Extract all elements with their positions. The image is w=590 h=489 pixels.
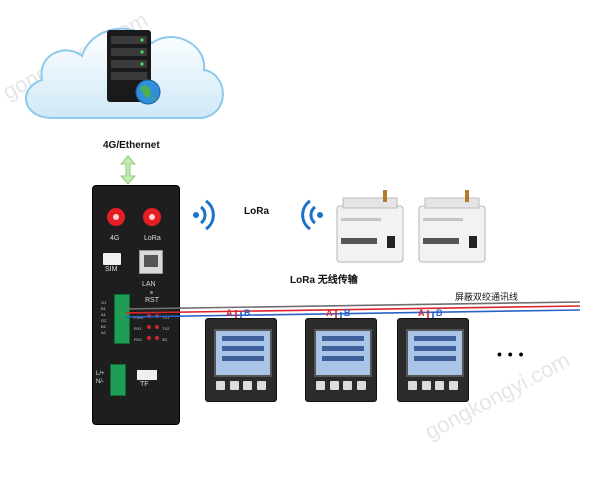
lora-module-1	[336, 190, 404, 263]
meter-screen	[314, 329, 372, 377]
wire-a-label: A	[418, 308, 425, 318]
bus-wire-b	[125, 309, 581, 318]
wireless-signal-icon	[301, 199, 323, 231]
sim-label: SIM	[105, 266, 118, 273]
bidirectional-arrow-icon	[119, 155, 137, 185]
antenna-lora-label: LoRa	[144, 235, 161, 242]
lora-label: LoRa	[244, 206, 269, 217]
power-terminal-block	[110, 364, 126, 396]
rs485-terminal-block	[114, 294, 130, 344]
lora-module-2	[418, 190, 486, 263]
power-labels: L/+ N/-	[96, 371, 105, 385]
wire-b-label: B	[344, 308, 351, 318]
lan-label: LAN	[142, 281, 156, 288]
meter-buttons	[408, 381, 458, 391]
tf-label: TF	[140, 381, 149, 388]
wire-b-label: B	[436, 308, 443, 318]
lora-caption: LoRa 无线传输	[290, 275, 358, 286]
wireless-signal-icon	[193, 199, 215, 231]
bus-wire-a	[125, 305, 581, 314]
power-meter	[305, 318, 377, 402]
meter-screen	[214, 329, 272, 377]
tf-card-slot	[137, 370, 157, 380]
bus-caption: 屏蔽双绞通讯线	[455, 292, 519, 302]
power-meter	[397, 318, 469, 402]
terminal-labels: G1 B1 A1 G2 B2 A2	[101, 300, 107, 335]
meter-buttons	[316, 381, 366, 391]
power-meter	[205, 318, 277, 402]
wire-a-label: A	[326, 308, 333, 318]
antenna-4g-label: 4G	[110, 235, 120, 242]
gateway-device	[92, 185, 180, 425]
lan-port	[139, 250, 163, 274]
antenna-ports	[107, 208, 161, 226]
led-labels-right: TX1 TX2 3G	[162, 315, 170, 342]
rst-label: RST	[145, 297, 159, 304]
more-devices-ellipsis: • • •	[497, 346, 525, 362]
globe-icon	[135, 79, 161, 105]
meter-buttons	[216, 381, 266, 391]
lora-modules	[336, 190, 486, 263]
meter-screen	[406, 329, 464, 377]
reset-button	[150, 291, 153, 294]
bus-shield-line	[125, 301, 581, 310]
sim-slot	[103, 253, 121, 265]
cloud-server-graphic	[25, 27, 224, 119]
cloud-label: 4G/Ethernet	[103, 140, 160, 151]
wire-b-label: B	[244, 308, 251, 318]
wire-a-label: A	[226, 308, 233, 318]
